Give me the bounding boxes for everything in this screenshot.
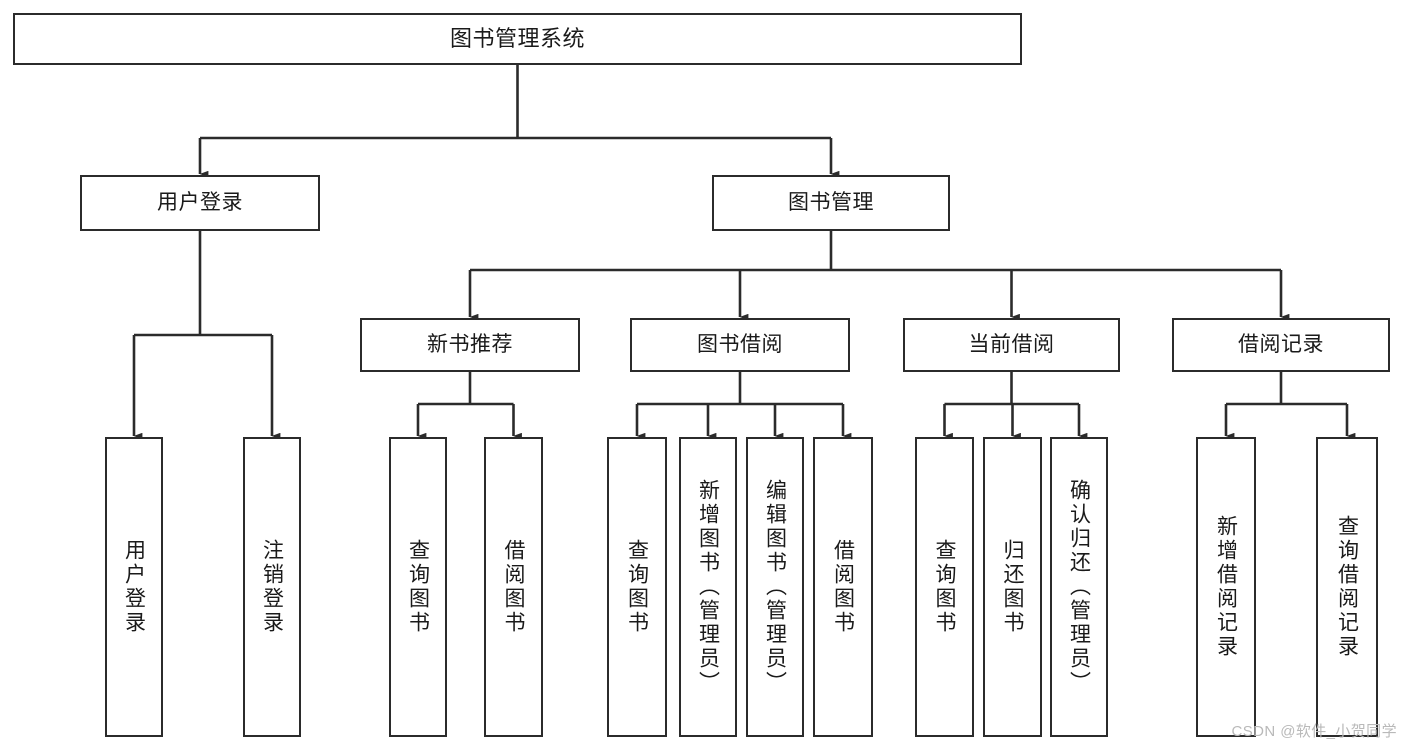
node-leaf-rec-1[interactable]: 新增借阅记录 (1196, 437, 1256, 737)
node-label: 当前借阅 (968, 332, 1055, 356)
node-label: 用户登录 (122, 539, 146, 635)
node-label: 图书管理 (788, 190, 874, 214)
node-label: 查询借阅记录 (1335, 515, 1359, 659)
node-leaf-borrow-4[interactable]: 借阅图书 (813, 437, 873, 737)
node-label: 用户登录 (157, 190, 243, 214)
node-label: 新书推荐 (427, 332, 513, 356)
node-label: 借阅记录 (1238, 332, 1324, 356)
node-current[interactable]: 当前借阅 (903, 318, 1120, 372)
watermark: CSDN @软件_小贺同学 (1231, 723, 1397, 740)
node-label: 归还图书 (1001, 539, 1024, 635)
node-label: 新增图书（管理员） (696, 479, 720, 695)
node-leaf-borrow-1[interactable]: 查询图书 (607, 437, 667, 737)
node-label: 注销登录 (260, 539, 284, 635)
node-label: 编辑图书（管理员） (763, 479, 787, 695)
node-leaf-cur-1[interactable]: 查询图书 (915, 437, 974, 737)
node-leaf-new-1[interactable]: 查询图书 (389, 437, 447, 737)
node-leaf-new-2[interactable]: 借阅图书 (484, 437, 543, 737)
node-label: 查询图书 (406, 539, 430, 635)
node-leaf-borrow-2[interactable]: 新增图书（管理员） (679, 437, 737, 737)
node-records[interactable]: 借阅记录 (1172, 318, 1390, 372)
node-bookmgmt[interactable]: 图书管理 (712, 175, 950, 231)
node-leaf-cur-3[interactable]: 确认归还（管理员） (1050, 437, 1108, 737)
node-root[interactable]: 图书管理系统 (13, 13, 1022, 65)
node-label: 借阅图书 (831, 539, 855, 635)
node-borrow[interactable]: 图书借阅 (630, 318, 850, 372)
node-label: 借阅图书 (502, 539, 525, 635)
node-login[interactable]: 用户登录 (80, 175, 320, 231)
node-label: 新增借阅记录 (1214, 515, 1238, 659)
node-label: 图书借阅 (697, 332, 783, 356)
node-leaf-login-2[interactable]: 注销登录 (243, 437, 301, 737)
node-leaf-login-1[interactable]: 用户登录 (105, 437, 163, 737)
node-label: 查询图书 (933, 539, 956, 635)
node-leaf-rec-2[interactable]: 查询借阅记录 (1316, 437, 1378, 737)
node-leaf-cur-2[interactable]: 归还图书 (983, 437, 1042, 737)
node-label: 确认归还（管理员） (1067, 479, 1091, 695)
node-label: 查询图书 (625, 539, 649, 635)
node-label: 图书管理系统 (449, 26, 585, 52)
node-leaf-borrow-3[interactable]: 编辑图书（管理员） (746, 437, 804, 737)
node-newbook[interactable]: 新书推荐 (360, 318, 580, 372)
